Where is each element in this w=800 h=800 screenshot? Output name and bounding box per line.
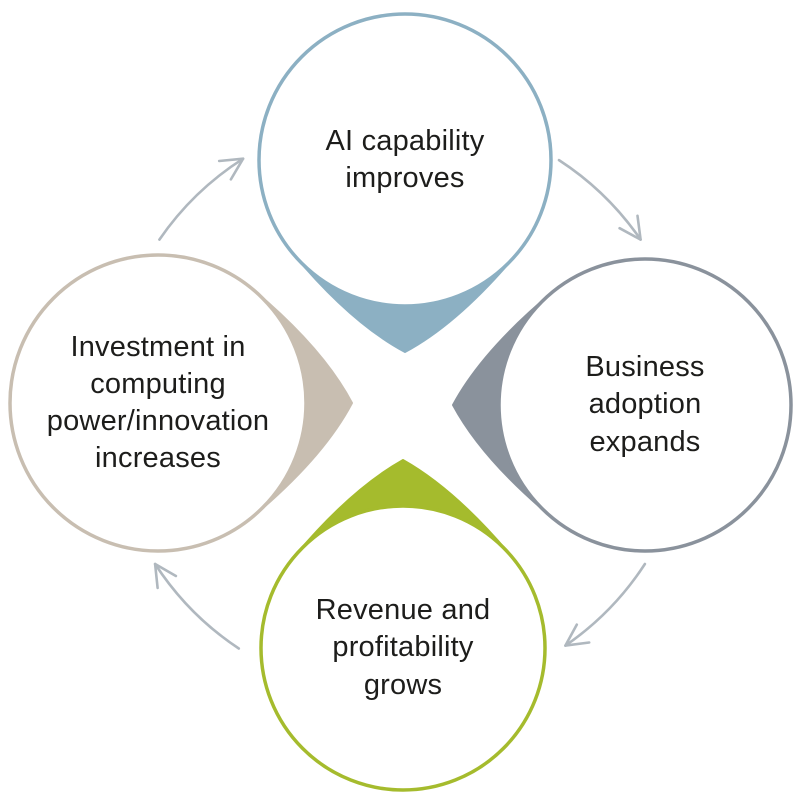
arrow-investment-to-ai-capability <box>158 157 245 241</box>
arrowhead-business-adoption-to-revenue <box>564 623 591 647</box>
node-ai-capability-circle <box>257 12 553 308</box>
arrowhead-investment-to-ai-capability <box>217 157 245 181</box>
arrowhead-revenue-to-investment <box>153 562 178 590</box>
arrow-business-adoption-to-revenue <box>564 562 647 647</box>
node-investment-circle <box>8 253 308 553</box>
arrow-revenue-to-investment <box>153 562 241 650</box>
node-business-adoption-circle <box>497 257 793 553</box>
node-revenue-circle <box>259 504 547 792</box>
arrowhead-ai-capability-to-business-adoption <box>618 214 642 241</box>
arrow-ai-capability-to-business-adoption <box>557 158 642 241</box>
